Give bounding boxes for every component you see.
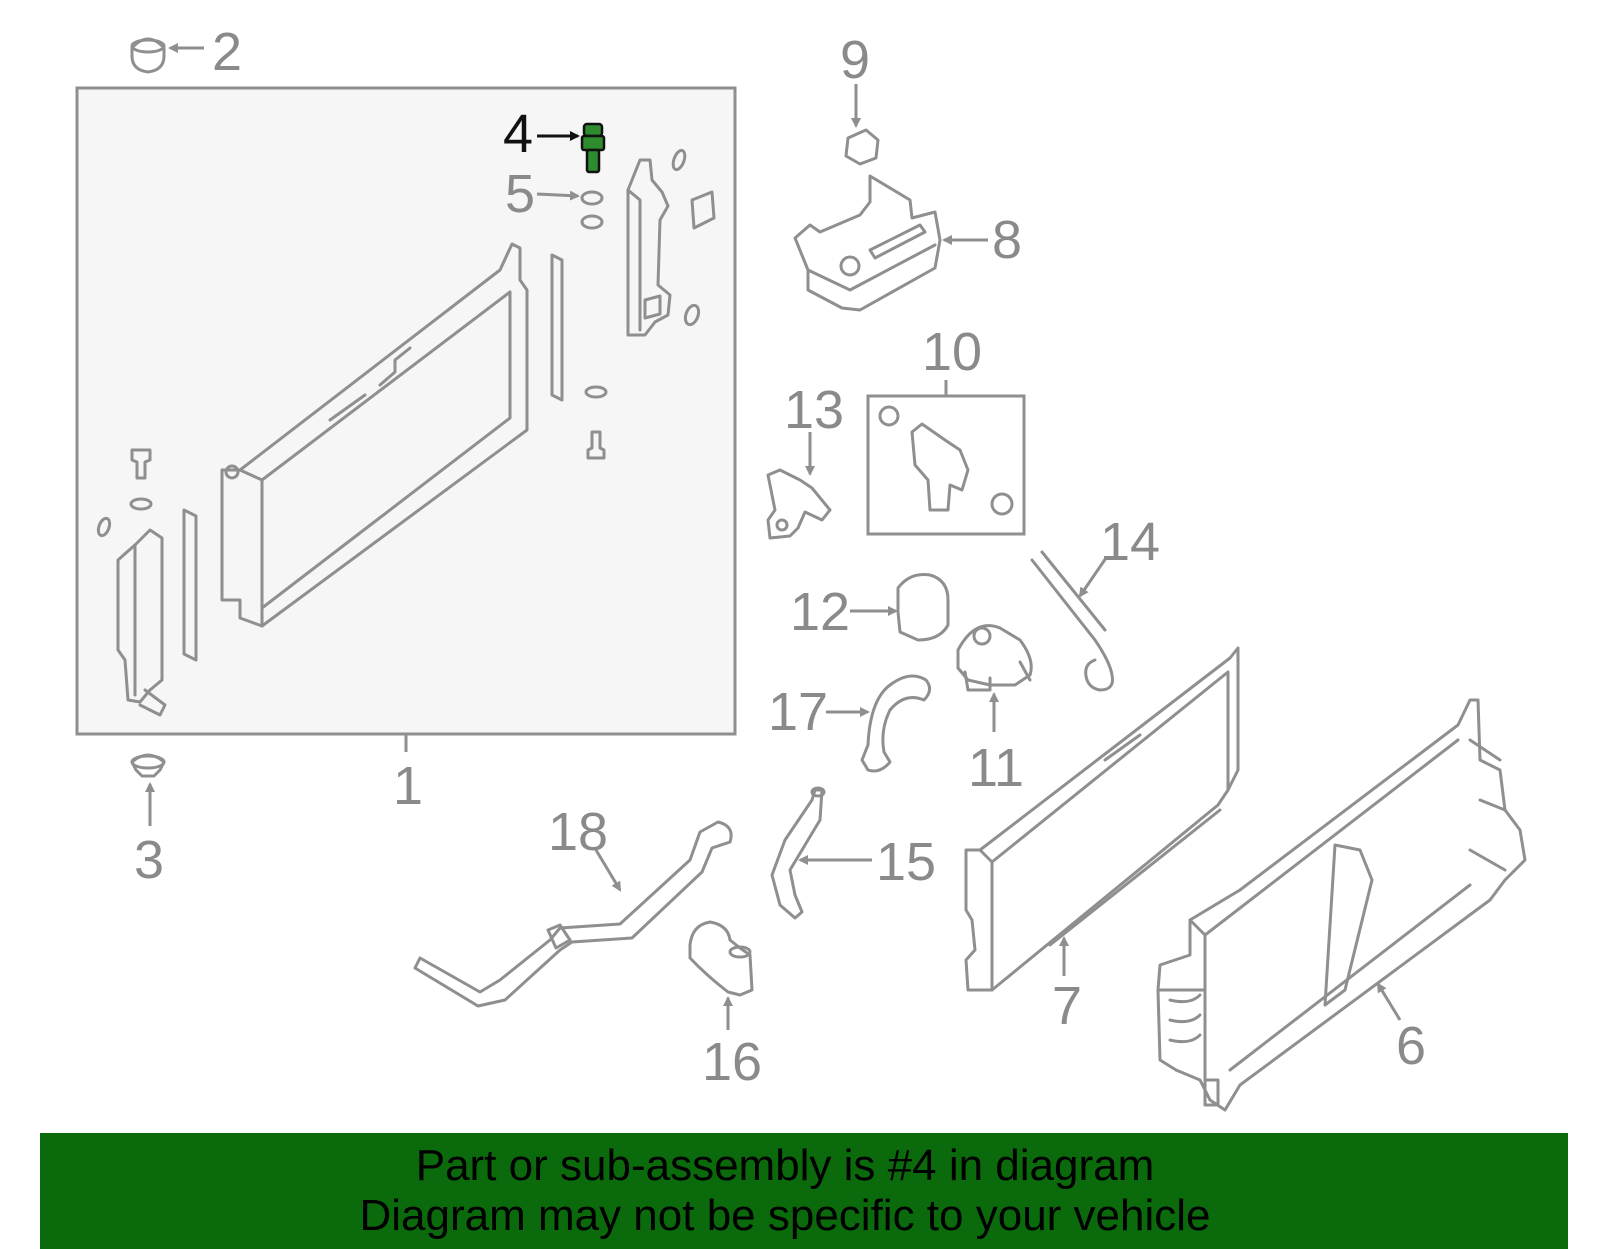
callout-12: 12 xyxy=(790,582,850,642)
radiator-assembly-box xyxy=(75,86,737,752)
callout-5: 5 xyxy=(505,164,535,224)
insulator-part-12 xyxy=(896,573,950,642)
callout-6: 6 xyxy=(1396,1016,1426,1076)
callout-2: 2 xyxy=(212,22,242,82)
callout-1: 1 xyxy=(393,756,423,816)
drain-plug-lower xyxy=(584,385,608,460)
parts-diagram: 1 2 3 4 5 6 7 8 9 10 11 12 13 14 15 16 1… xyxy=(75,22,1527,1112)
callout-11: 11 xyxy=(968,738,1024,798)
callout-16: 16 xyxy=(702,1032,762,1092)
left-tank-bracket xyxy=(96,448,167,717)
hose-part-18 xyxy=(413,820,733,1008)
reservoir-tank-part-8 xyxy=(793,174,942,312)
condenser-part-7 xyxy=(964,646,1240,992)
callout-4: 4 xyxy=(503,104,533,164)
callout-labels: 1 2 3 4 5 6 7 8 9 10 11 12 13 14 15 16 1… xyxy=(134,22,1426,1092)
radiator-support-part-6 xyxy=(1156,698,1527,1112)
callout-9: 9 xyxy=(840,30,870,90)
leader-lines xyxy=(145,43,1402,1030)
callout-7: 7 xyxy=(1052,976,1082,1036)
hose-assembly-box-part-10 xyxy=(866,380,1026,536)
hose-part-14 xyxy=(1030,550,1114,692)
mount-insulator-part-2 xyxy=(130,37,166,74)
mount-insulator-part-3 xyxy=(130,753,166,778)
right-tank-bracket xyxy=(626,148,716,337)
hose-part-16 xyxy=(688,920,754,997)
callout-3: 3 xyxy=(134,830,164,890)
callout-14: 14 xyxy=(1100,512,1160,572)
banner-disclaimer-text: Diagram may not be specific to your vehi… xyxy=(359,1191,1211,1240)
callout-10: 10 xyxy=(922,322,982,382)
radiator-core xyxy=(220,242,529,628)
callout-13: 13 xyxy=(784,380,844,440)
hose-part-17 xyxy=(860,674,931,773)
water-pump-part-11 xyxy=(956,624,1033,692)
callout-8: 8 xyxy=(992,210,1022,270)
callout-15: 15 xyxy=(876,832,936,892)
reservoir-cap-part-9 xyxy=(844,128,880,166)
highlighted-part-4 xyxy=(580,122,606,174)
radiator-seal-strips xyxy=(182,253,564,662)
callout-18: 18 xyxy=(548,802,608,862)
callout-17: 17 xyxy=(768,682,828,742)
banner-part-text: Part or sub-assembly is #4 in diagram xyxy=(415,1141,1155,1190)
hose-part-15 xyxy=(770,786,826,920)
info-banner: Part or sub-assembly is #4 in diagram Di… xyxy=(40,1133,1568,1249)
o-ring-part-5 xyxy=(580,190,604,230)
bracket-part-13 xyxy=(766,468,832,540)
